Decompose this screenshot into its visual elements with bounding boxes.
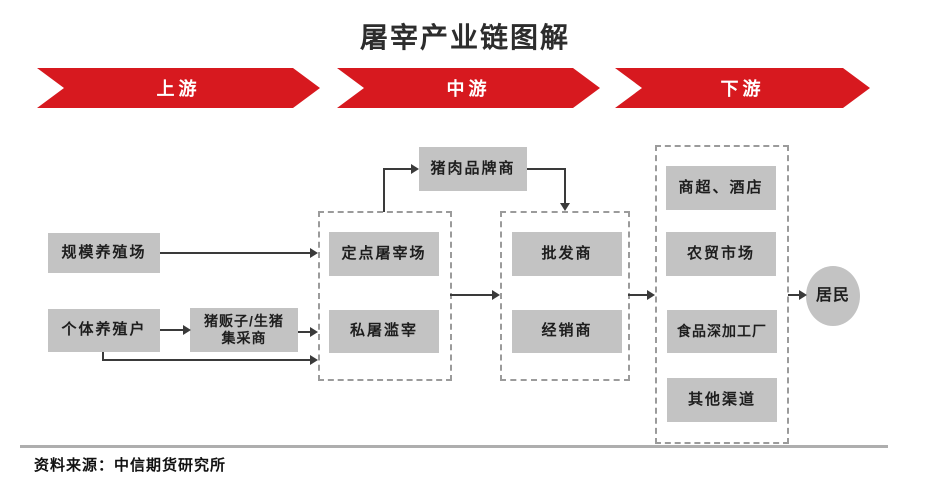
connector-retail-to-residents — [788, 294, 800, 296]
connector-slaughter-to-brand-v — [383, 169, 385, 212]
node-wholesaler: 批发商 — [512, 232, 622, 276]
arrowhead-icon — [560, 203, 570, 211]
node-illegal-slaughter: 私屠滥宰 — [329, 310, 439, 353]
connector-distribution-to-retail — [628, 294, 648, 296]
group-distribution — [500, 211, 630, 381]
connector-brand-to-distribution-v — [564, 168, 566, 204]
connector-scalefarm-to-slaughter — [160, 252, 311, 254]
node-food-processing-plant: 食品深加工厂 — [667, 310, 777, 353]
node-other-channels: 其他渠道 — [667, 378, 777, 422]
arrowhead-icon — [492, 290, 500, 300]
node-supermarket-hotel: 商超、酒店 — [666, 166, 776, 210]
group-slaughter — [318, 211, 452, 381]
node-residents: 居民 — [806, 266, 860, 326]
banner-midstream: 中游 — [337, 68, 600, 108]
connector-farmer-to-slaughter-v — [102, 352, 104, 361]
node-scale-farm: 规模养殖场 — [48, 233, 160, 273]
banner-upstream: 上游 — [37, 68, 320, 108]
connector-farmer-to-slaughter-h — [102, 359, 311, 361]
connector-brand-to-distribution-h — [527, 168, 566, 170]
arrowhead-icon — [411, 164, 419, 174]
connector-farmer-to-dealer — [160, 329, 184, 331]
connector-slaughter-to-brand-h — [383, 168, 412, 170]
page-title: 屠宰产业链图解 — [359, 22, 570, 53]
node-designated-slaughterhouse: 定点屠宰场 — [329, 232, 439, 276]
arrowhead-icon — [310, 248, 318, 258]
arrowhead-icon — [799, 290, 807, 300]
node-distributor: 经销商 — [512, 310, 622, 353]
banner-downstream: 下游 — [615, 68, 870, 108]
source-note: 资料来源：中信期货研究所 — [34, 457, 227, 474]
node-pork-brand: 猪肉品牌商 — [419, 147, 527, 191]
arrowhead-icon — [647, 290, 655, 300]
node-pig-dealer: 猪贩子/生猪 集采商 — [190, 308, 298, 352]
connector-dealer-to-slaughter — [298, 331, 311, 333]
connector-slaughter-to-distribution — [450, 294, 493, 296]
node-farmers-market: 农贸市场 — [666, 232, 776, 276]
footer-divider — [20, 445, 888, 448]
node-individual-farmer: 个体养殖户 — [48, 309, 160, 352]
arrowhead-icon — [310, 327, 318, 337]
arrowhead-icon — [183, 325, 191, 335]
arrowhead-icon — [310, 355, 318, 365]
